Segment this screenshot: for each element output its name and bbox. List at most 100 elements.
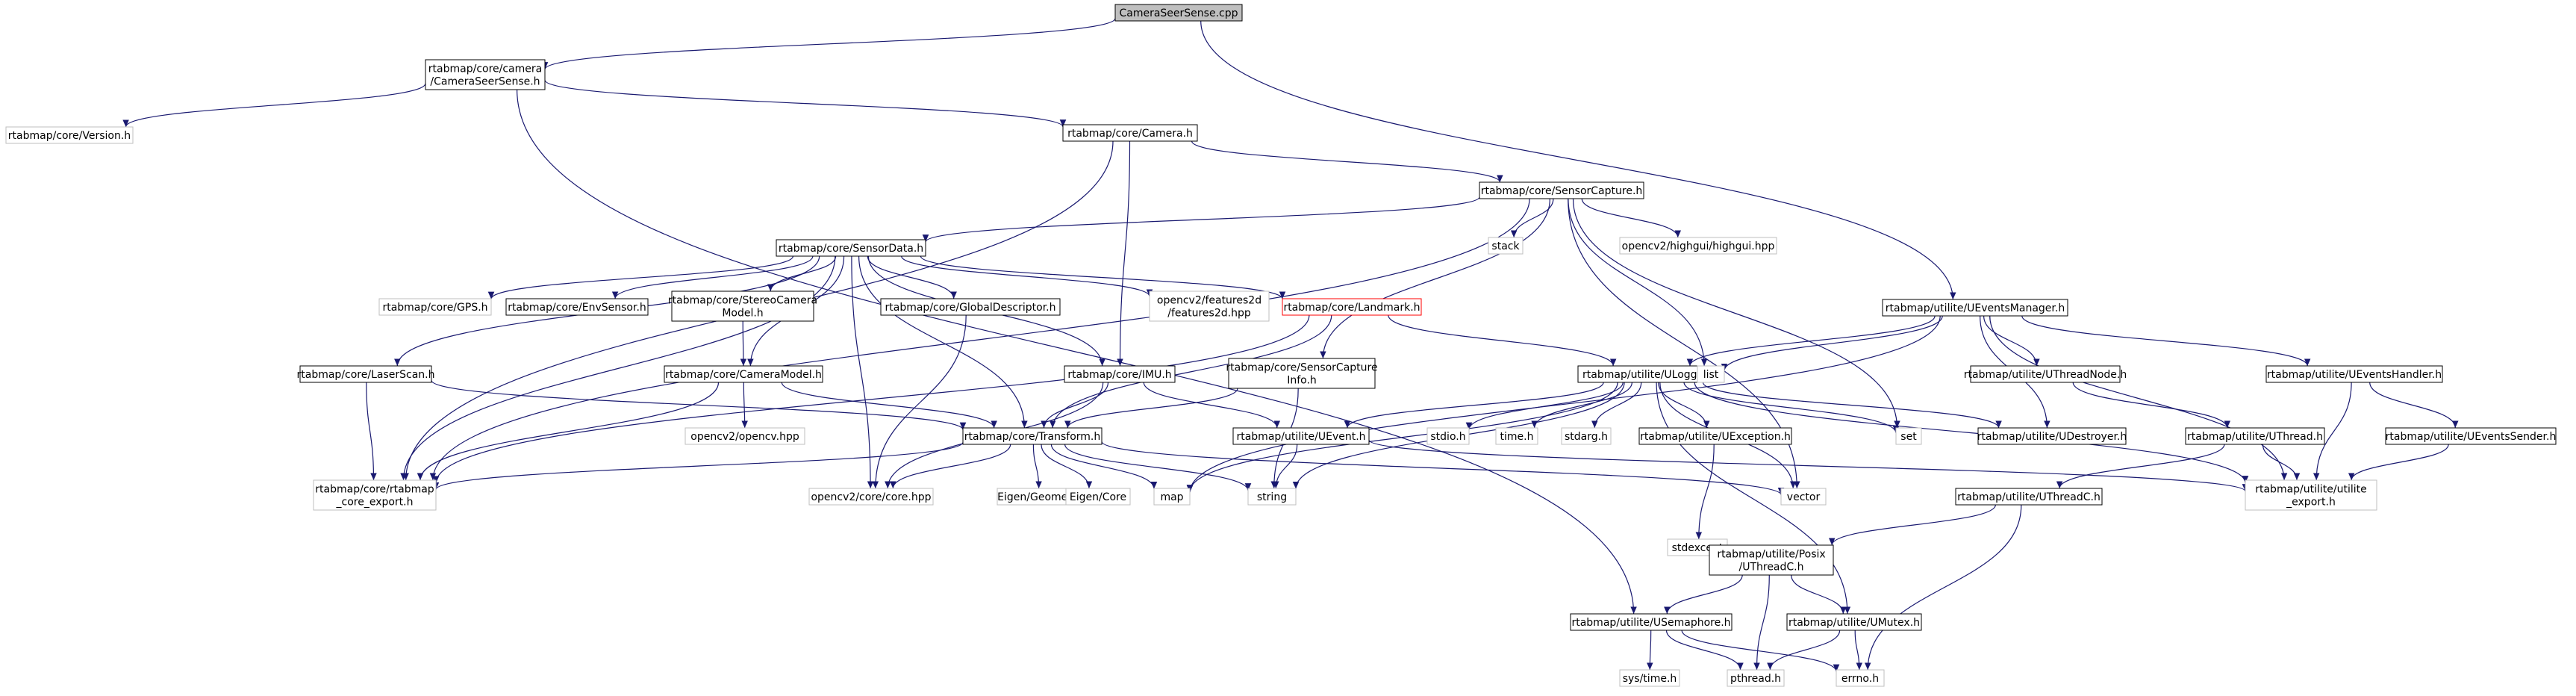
node-udestroyer[interactable]: rtabmap/utilite/UDestroyer.h [1977,427,2127,445]
node-label-umutex-line-0: rtabmap/utilite/UMutex.h [1788,617,1920,629]
node-label-stereocam-line-0: rtabmap/core/StereoCamera [668,295,817,307]
node-pthread: pthread.h [1727,669,1785,687]
node-label-string-line-0: string [1257,491,1287,503]
edge-uevent-to-string [1272,444,1298,489]
edge-eventsmgr-to-threadnode [1983,315,2040,367]
node-envsensor[interactable]: rtabmap/core/EnvSensor.h [505,298,649,316]
node-box-sensorcap [1479,181,1644,199]
node-list: list [1697,365,1725,383]
node-sensorcap[interactable]: rtabmap/core/SensorCapture.h [1479,181,1644,199]
node-box-systime [1619,669,1680,687]
node-label-posix-line-1: /UThreadC.h [1738,562,1803,574]
node-version: rtabmap/core/Version.h [5,126,134,144]
node-features2d: opencv2/features2d/features2d.hpp [1149,290,1270,322]
node-label-eigencore-line-0: Eigen/Core [1070,491,1126,503]
node-box-stack [1488,237,1524,255]
edge-capinfo-to-transform [1064,388,1238,429]
nodes: CameraSeerSense.cpp rtabmap/core/camera/C… [5,4,2557,687]
edge-ulogger-to-map [1186,382,1618,492]
node-label-root-line-0: CameraSeerSense.cpp [1119,7,1238,19]
edge-eventsmgr-to-map [1186,315,1941,493]
node-timeh: time.h [1495,427,1538,445]
edge-umutex-to-pthread [1767,630,1841,671]
node-label-landmark-line-0: rtabmap/core/Landmark.h [1283,302,1420,314]
edge-laserscan-to-coreexport [366,382,377,481]
node-seer_h[interactable]: rtabmap/core/camera/CameraSeerSense.h [425,59,546,90]
node-posix[interactable]: rtabmap/utilite/Posix/UThreadC.h [1709,544,1834,576]
node-label-features2d-line-0: opencv2/features2d [1157,295,1262,307]
edge-evsender-to-utilexport [2348,444,2449,481]
node-usemaphore[interactable]: rtabmap/utilite/USemaphore.h [1570,613,1733,631]
node-label-transform-line-0: rtabmap/core/Transform.h [964,431,1101,443]
edge-transform-to-eigencore [1041,444,1093,489]
node-utilexport: rtabmap/utilite/utilite_export.h [2245,479,2377,511]
node-corehpp: opencv2/core/core.hpp [808,488,934,506]
node-label-uthreadc-line-0: rtabmap/utilite/UThreadC.h [1957,491,2101,503]
node-globaldesc[interactable]: rtabmap/core/GlobalDescriptor.h [880,298,1061,316]
node-camera[interactable]: rtabmap/core/Camera.h [1062,124,1198,142]
node-label-opencvhpp-line-0: opencv2/opencv.hpp [690,431,799,443]
edge-uexception-to-stdexcept [1695,444,1715,540]
node-label-systime-line-0: sys/time.h [1623,673,1677,685]
edge-posix-to-umutex [1791,574,1847,615]
node-label-map-line-0: map [1160,491,1183,503]
node-laserscan[interactable]: rtabmap/core/LaserScan.h [297,365,435,383]
node-stdio: stdio.h [1426,427,1470,445]
node-cammodel[interactable]: rtabmap/core/CameraModel.h [664,365,823,383]
node-box-udestroyer [1977,427,2127,445]
node-box-timeh [1495,427,1538,445]
node-label-version-line-0: rtabmap/core/Version.h [8,130,131,142]
node-eigengeo: Eigen/Geometry [997,488,1083,506]
node-box-uexception [1638,427,1792,445]
node-box-laserscan [299,365,432,383]
node-label-stereocam-line-1: Model.h [722,308,763,320]
node-box-string [1247,488,1297,506]
node-box-camera [1062,124,1198,142]
node-label-uevent-line-0: rtabmap/utilite/UEvent.h [1236,431,1365,443]
node-systime: sys/time.h [1619,669,1680,687]
edge-usemaphore-to-pthread [1665,630,1744,671]
edge-imu-to-uevent [1143,382,1281,429]
node-evhandler[interactable]: rtabmap/utilite/UEventsHandler.h [2265,365,2443,383]
node-transform[interactable]: rtabmap/core/Transform.h [962,427,1103,445]
node-stdarg: stdarg.h [1561,427,1612,445]
edge-cammodel-to-coreexport [417,382,720,481]
node-label-udestroyer-line-0: rtabmap/utilite/UDestroyer.h [1977,431,2127,443]
node-umutex[interactable]: rtabmap/utilite/UMutex.h [1786,613,1922,631]
node-set: set [1895,427,1922,445]
node-uexception[interactable]: rtabmap/utilite/UException.h [1638,427,1792,445]
node-threadnode[interactable]: rtabmap/utilite/UThreadNode.h [1964,365,2127,383]
node-uthread[interactable]: rtabmap/utilite/UThread.h [2185,427,2325,445]
edge-umutex-to-errno [1854,630,1863,671]
node-root[interactable]: CameraSeerSense.cpp [1114,4,1243,22]
edge-sensordata-to-envsensor [611,255,814,299]
node-uevent[interactable]: rtabmap/utilite/UEvent.h [1232,427,1370,445]
node-box-cammodel [664,365,823,383]
node-evsender[interactable]: rtabmap/utilite/UEventsSender.h [2385,427,2557,445]
node-box-utilexport [2245,479,2377,511]
node-imu[interactable]: rtabmap/core/IMU.h [1064,365,1176,383]
node-box-landmark [1282,298,1422,316]
edge-landmark-to-coreexport [432,314,1310,484]
node-label-corehpp-line-0: opencv2/core/core.hpp [811,491,931,503]
edge-seer_h-to-version [122,83,426,128]
node-sensordata[interactable]: rtabmap/core/SensorData.h [776,239,926,257]
node-box-stereocam [671,290,814,322]
node-label-ulogger-line-0: rtabmap/utilite/ULogger.h [1582,369,1717,381]
node-box-eigencore [1065,488,1131,506]
node-box-usemaphore [1570,613,1733,631]
node-uthreadc[interactable]: rtabmap/utilite/UThreadC.h [1955,488,2103,506]
edge-threadnode-to-uthread [2072,382,2231,429]
node-eventsmgr[interactable]: rtabmap/utilite/UEventsManager.h [1882,299,2068,317]
node-errno: errno.h [1836,669,1885,687]
edge-ulogger-to-umutex [1656,382,1851,615]
edge-transform-to-vector [1101,441,1785,496]
edge-evhandler-to-evsender [2369,382,2459,429]
edge-sensorcap-to-list [1568,198,1708,367]
edge-sensorcap-to-coreexport [429,198,1530,481]
node-highgui: opencv2/highgui/highgui.hpp [1619,237,1777,255]
edge-transform-to-corehpp [890,444,1011,489]
